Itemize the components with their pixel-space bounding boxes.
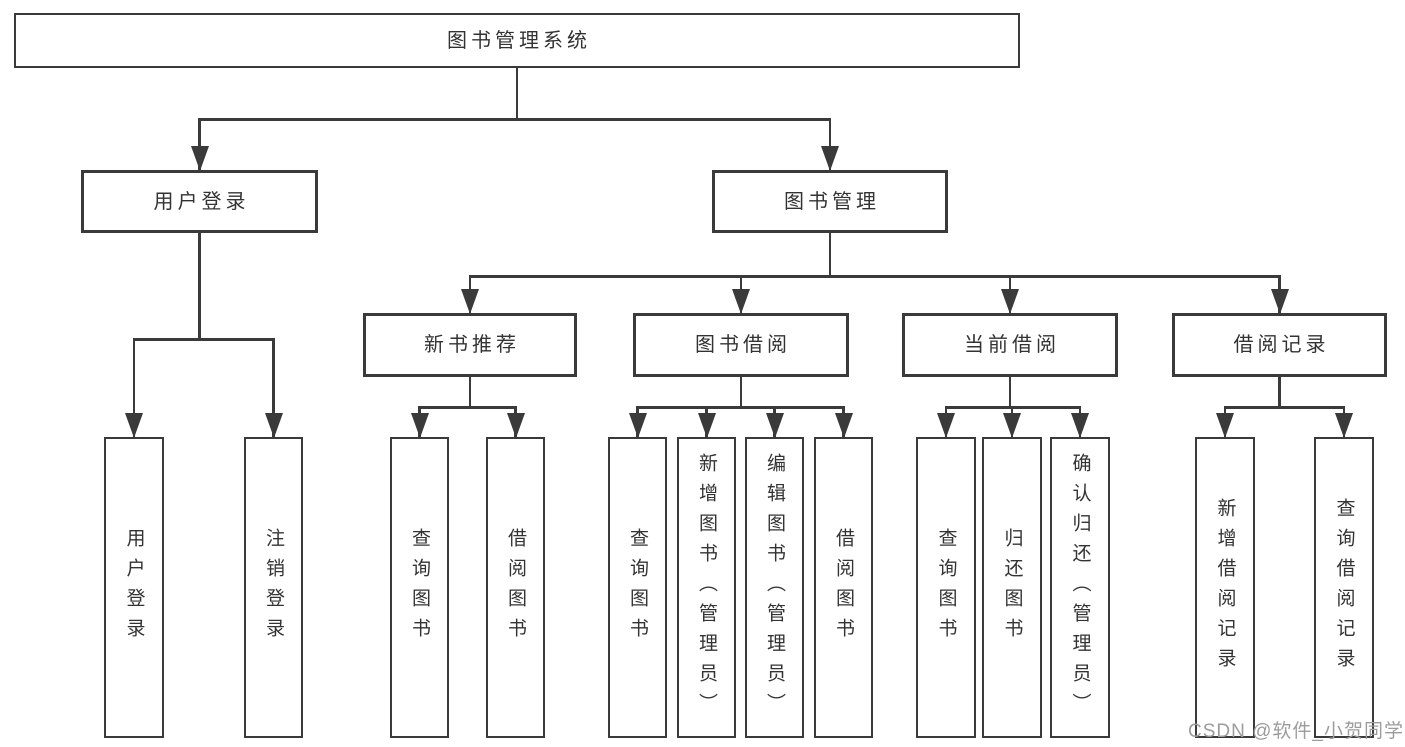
arrowhead-down-icon <box>461 289 479 314</box>
node-book-borrow: 图书借阅 <box>633 313 849 377</box>
node-label-leaf-query-book-1: 查询图书 <box>409 527 430 648</box>
arrowhead-down-icon <box>1335 413 1353 438</box>
node-leaf-query-book-1: 查询图书 <box>390 437 449 738</box>
node-leaf-query-borrow-record: 查询借阅记录 <box>1314 437 1374 738</box>
node-borrow-record: 借阅记录 <box>1172 313 1387 377</box>
node-leaf-edit-book: 编辑图书（管理员） <box>745 437 804 738</box>
arrowhead-down-icon <box>1003 413 1021 438</box>
node-label-borrow-record: 借阅记录 <box>1233 334 1330 356</box>
connector-rail <box>132 338 275 341</box>
connector-rail <box>468 275 1281 278</box>
watermark: CSDN @软件_小贺同学 <box>1188 721 1404 742</box>
connector-trunk <box>828 233 832 278</box>
node-label-root: 图书管理系统 <box>447 29 591 52</box>
node-label-leaf-edit-book: 编辑图书（管理员） <box>764 452 785 723</box>
node-book-mgmt: 图书管理 <box>712 170 948 233</box>
arrowhead-down-icon <box>506 413 525 438</box>
connector-trunk <box>1008 377 1012 409</box>
node-label-leaf-query-book-3: 查询图书 <box>935 527 957 648</box>
node-leaf-confirm-return: 确认归还（管理员） <box>1050 437 1110 738</box>
node-label-leaf-user-login: 用户登录 <box>123 527 145 648</box>
arrowhead-down-icon <box>821 146 839 171</box>
arrowhead-down-icon <box>1001 289 1019 314</box>
arrowhead-down-icon <box>732 289 750 314</box>
node-leaf-user-login: 用户登录 <box>104 437 164 738</box>
node-label-new-book-rec: 新书推荐 <box>424 334 520 356</box>
arrowhead-down-icon <box>190 146 209 171</box>
arrowhead-down-icon <box>410 413 429 438</box>
node-label-leaf-confirm-return: 确认归还（管理员） <box>1069 452 1091 723</box>
connector-drop <box>828 118 832 170</box>
connector-trunk <box>1278 377 1281 409</box>
connector-trunk <box>198 233 201 341</box>
connector-drop <box>198 118 201 170</box>
node-label-leaf-add-borrow-record: 新增借阅记录 <box>1214 497 1236 678</box>
node-root: 图书管理系统 <box>14 13 1020 68</box>
connector-rail <box>198 118 832 121</box>
connector-trunk <box>515 68 519 121</box>
node-label-user-login: 用户登录 <box>153 190 250 213</box>
node-leaf-add-borrow-record: 新增借阅记录 <box>1195 437 1255 738</box>
node-leaf-return-book: 归还图书 <box>982 437 1042 738</box>
node-leaf-add-book: 新增图书（管理员） <box>677 437 736 738</box>
node-user-login: 用户登录 <box>81 170 318 233</box>
node-label-leaf-logout: 注销登录 <box>263 527 284 648</box>
node-leaf-query-book-2: 查询图书 <box>608 437 667 738</box>
node-label-current-borrow: 当前借阅 <box>964 334 1060 356</box>
node-label-leaf-borrow-book-1: 借阅图书 <box>505 527 526 648</box>
connector-rail <box>1223 406 1346 409</box>
connector-rail <box>636 406 845 409</box>
node-label-leaf-query-book-2: 查询图书 <box>627 527 648 648</box>
arrowhead-down-icon <box>264 413 283 438</box>
connector-trunk <box>468 377 472 409</box>
arrowhead-down-icon <box>834 413 853 438</box>
arrowhead-down-icon <box>937 413 955 438</box>
connector-drop <box>272 338 275 437</box>
arrowhead-down-icon <box>1071 413 1089 438</box>
node-new-book-rec: 新书推荐 <box>363 313 577 377</box>
node-label-book-mgmt: 图书管理 <box>784 190 880 213</box>
node-leaf-logout: 注销登录 <box>244 437 303 738</box>
connector-trunk <box>739 377 743 409</box>
node-label-leaf-query-borrow-record: 查询借阅记录 <box>1333 497 1355 678</box>
connector-drop <box>132 338 136 437</box>
connector-rail <box>418 406 517 409</box>
node-label-leaf-return-book: 归还图书 <box>1001 527 1023 648</box>
arrowhead-down-icon <box>1270 289 1289 314</box>
node-leaf-query-book-3: 查询图书 <box>916 437 976 738</box>
arrowhead-down-icon <box>628 413 647 438</box>
arrowhead-down-icon <box>765 413 784 438</box>
node-leaf-borrow-book-1: 借阅图书 <box>486 437 545 738</box>
node-label-leaf-add-book: 新增图书（管理员） <box>696 452 717 723</box>
node-label-leaf-borrow-book-2: 借阅图书 <box>833 527 854 648</box>
node-current-borrow: 当前借阅 <box>902 313 1118 377</box>
node-label-book-borrow: 图书借阅 <box>695 334 791 356</box>
arrowhead-down-icon <box>697 413 716 438</box>
arrowhead-down-icon <box>125 413 143 438</box>
arrowhead-down-icon <box>1216 413 1234 438</box>
node-leaf-borrow-book-2: 借阅图书 <box>814 437 873 738</box>
